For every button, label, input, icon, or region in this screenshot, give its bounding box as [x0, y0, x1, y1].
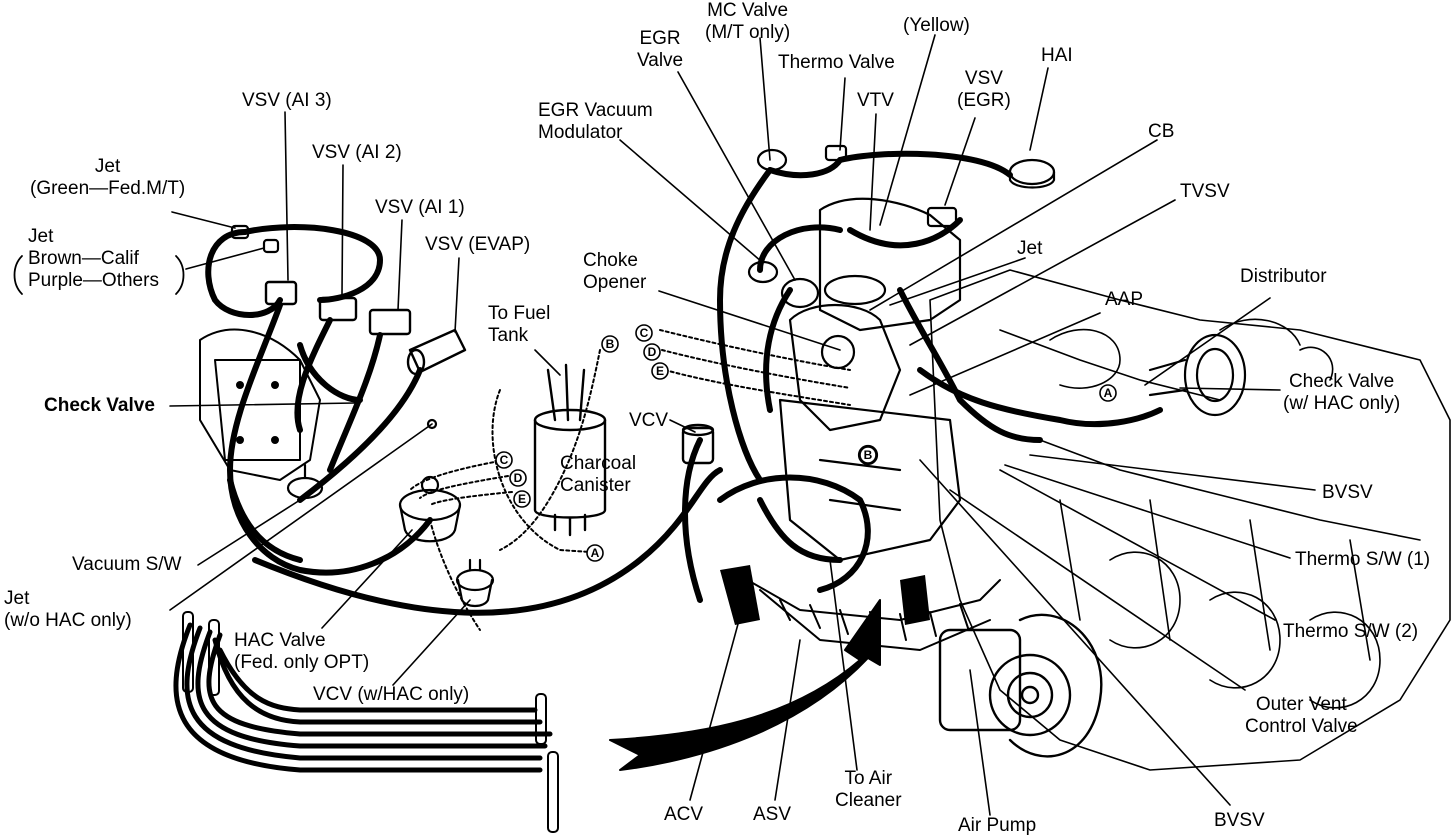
vcv-hac — [455, 558, 495, 608]
marker-d-top: D — [648, 345, 657, 359]
label-jet-green: Jet(Green—Fed.M/T) — [30, 156, 186, 199]
label-jet-top: Jet — [1017, 238, 1043, 259]
label-acv: ACV — [664, 804, 704, 825]
marker-a-mid: A — [591, 546, 600, 560]
label-tvsv: TVSV — [1180, 181, 1230, 202]
charcoal-canister — [533, 363, 607, 537]
label-aap: AAP — [1105, 289, 1144, 310]
marker-e-top: E — [656, 364, 664, 378]
vsv-bracket — [199, 328, 321, 481]
label-vsv-ai3: VSV (AI 3) — [242, 90, 332, 111]
distributor — [1148, 333, 1247, 417]
marker-a-right: A — [1104, 386, 1113, 400]
label-vsv-ai2: VSV (AI 2) — [312, 142, 402, 163]
label-hac-valve: HAC Valve(Fed. only OPT) — [234, 630, 370, 673]
thin-tubes — [409, 329, 851, 631]
jets — [230, 224, 438, 430]
label-bvsv-bottom: BVSV — [1214, 810, 1265, 831]
vacuum-pipe-harness — [173, 622, 553, 773]
label-check-valve-left: Check Valve — [44, 395, 155, 416]
flow-arrows — [609, 565, 930, 771]
label-vtv: VTV — [857, 90, 894, 111]
vcv — [681, 423, 715, 465]
marker-d-mid: D — [514, 471, 523, 485]
circled-markers — [495, 324, 1117, 562]
label-bvsv-right: BVSV — [1322, 482, 1373, 503]
jet-brown-brackets — [13, 255, 185, 295]
label-mc-valve: MC Valve(M/T only) — [705, 0, 791, 43]
label-thermo-valve: Thermo Valve — [778, 52, 895, 73]
label-thermo-sw1: Thermo S/W (1) — [1295, 549, 1431, 570]
marker-b-engine: B — [864, 448, 873, 462]
leader-lines — [169, 34, 1316, 816]
marker-c-top: C — [640, 326, 649, 340]
engine-hoses — [682, 150, 1163, 603]
carburetor-assembly — [778, 197, 962, 562]
marker-b-top: B — [606, 337, 615, 351]
label-cb: CB — [1148, 121, 1175, 142]
label-air-pump: Air Pump — [958, 815, 1037, 836]
label-asv: ASV — [753, 804, 792, 825]
vacuum-hoses — [205, 224, 723, 616]
pipe-brackets — [182, 611, 559, 833]
label-check-valve-right: Check Valve(w/ HAC only) — [1283, 371, 1401, 414]
marker-e-mid: E — [518, 492, 526, 506]
vacuum-switch — [286, 463, 324, 500]
label-yellow: (Yellow) — [903, 15, 970, 36]
label-vacuum-sw: Vacuum S/W — [72, 554, 182, 575]
air-pump — [938, 613, 1103, 758]
label-vsv-evap: VSV (EVAP) — [425, 234, 531, 255]
label-hai: HAI — [1041, 45, 1073, 66]
label-vsv-ai1: VSV (AI 1) — [375, 197, 465, 218]
label-jet-wo-hac: Jet(w/o HAC only) — [4, 588, 132, 631]
label-vsv-egr: VSV(EGR) — [957, 68, 1011, 111]
label-vcv: VCV — [629, 410, 669, 431]
circled-marker-letters: B C D E C D E A A B — [500, 326, 1113, 560]
label-vcv-hac: VCV (w/HAC only) — [313, 684, 470, 705]
hac-valve — [398, 475, 462, 543]
engine-block — [929, 269, 1451, 771]
marker-c-mid: C — [500, 453, 509, 467]
egr-components — [747, 144, 958, 309]
label-thermo-sw2: Thermo S/W (2) — [1283, 621, 1419, 642]
hai — [1008, 158, 1056, 189]
label-distributor: Distributor — [1240, 266, 1327, 287]
